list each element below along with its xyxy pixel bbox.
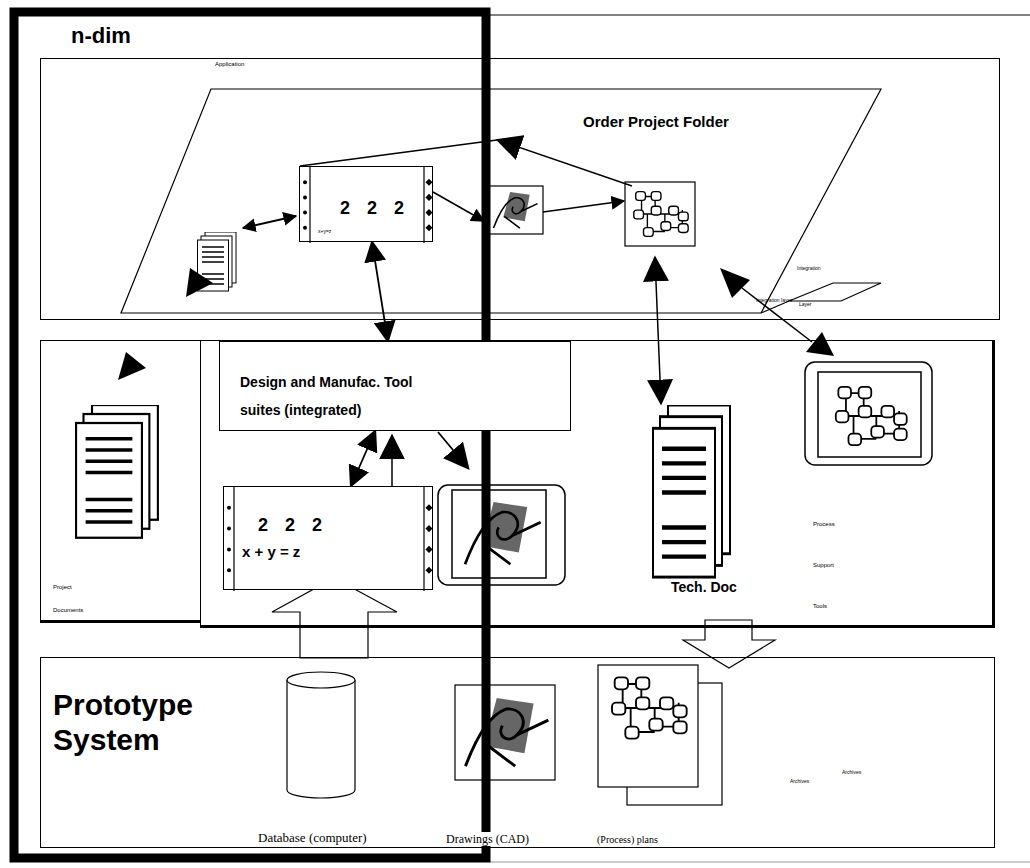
tiny-label: Integration [797,265,821,271]
tiny-label: Archives [842,769,861,775]
folder-title: Order Project Folder [583,113,729,130]
tiny-label: Integration layer [756,297,792,303]
layer-title: n-dim [71,23,131,48]
connector-arrow [351,431,375,486]
project-folder: Order Project Folder 2 2 2 x+y=z [121,89,881,313]
tools-panel: Tech. Doc Process Support Tools Design and… [200,340,995,628]
sheet-numbers: 2 2 2 [258,515,322,536]
sheet-numbers: 2 2 2 [340,198,404,219]
panel-label: Project Documents [53,576,85,622]
box-title: Design and Manufac. Tool suites (integra… [240,368,430,424]
tool-suite-box: Design and Manufac. Tool suites (integra… [219,341,571,431]
connector-arrow [372,242,388,341]
icon-caption: Drawings (CAD) [445,832,530,846]
tiny-label: Archives [790,778,809,784]
panel-label: Tech. Doc [671,579,737,595]
application-layer: n-dimApplicationOrder Project Folder2 2 … [40,58,1000,320]
spreadsheet-box: 2 2 2 x+y=z [299,166,433,242]
folder-outline [121,89,881,313]
prototype-layer: Prototype System [40,657,995,848]
spreadsheet-outline [224,487,432,589]
layer-title: Prototype System [53,687,263,757]
sheet-formula: x + y = z [242,543,300,560]
tiny-label: Layer [799,301,812,307]
icon-caption: (Process) plans [597,834,658,846]
icon-caption: Database (computer) [258,830,367,845]
sheet-formula: x+y=z [318,228,331,234]
documents-panel: Project Documents [40,340,201,623]
panel-label: Process Support Tools [813,504,839,627]
spreadsheet-box: 2 2 2 x + y = z [223,486,433,590]
tiny-label: Application [215,61,244,68]
